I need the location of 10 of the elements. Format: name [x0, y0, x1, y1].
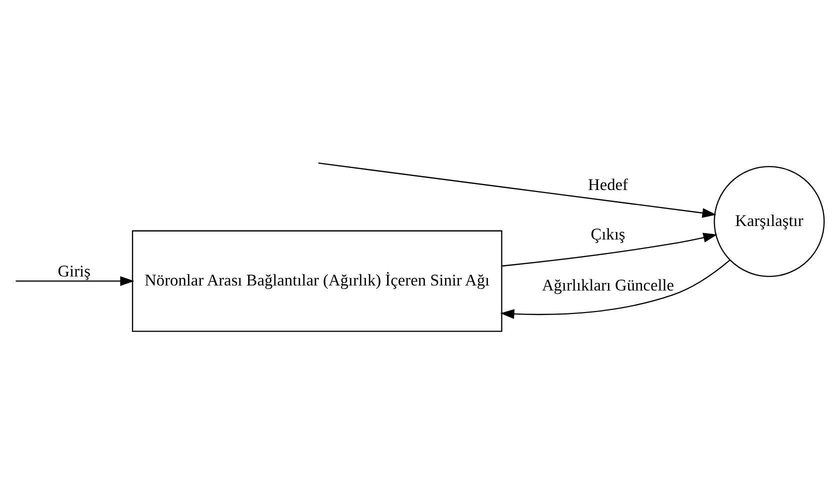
arrow [500, 259, 730, 318]
edge-label: Çıkış [590, 224, 626, 243]
arrow [16, 276, 134, 286]
arrow [502, 232, 718, 266]
edge-label: Ağırlıkları Güncelle [542, 275, 674, 294]
arrow [318, 162, 716, 218]
node-circle: Karşılaştır [714, 166, 825, 276]
edge-label: Hedef [588, 174, 628, 194]
node-box: Nöronlar Arası Bağlantılar (Ağırlık) İçeren Sinir Ağı [132, 230, 502, 332]
edge-label: Giriş [58, 261, 90, 280]
